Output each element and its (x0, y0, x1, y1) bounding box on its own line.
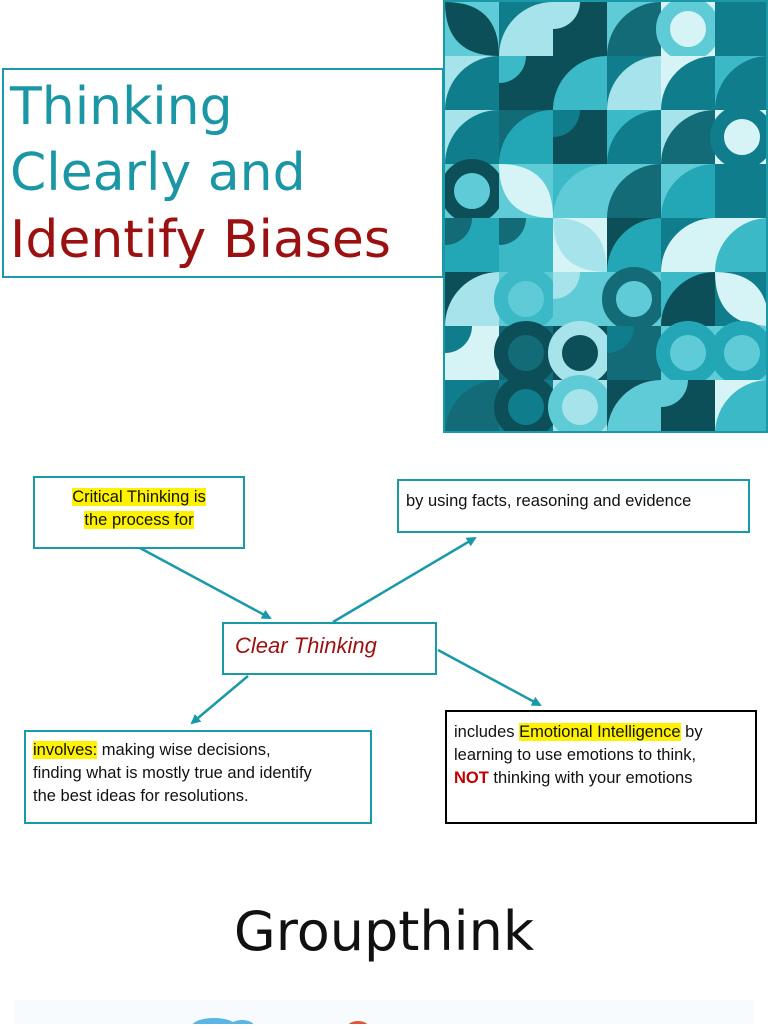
involves-line-2: finding what is mostly true and identify (33, 764, 312, 782)
title-line-1-text: Thinking (10, 77, 233, 137)
involves-line-1: making wise decisions, (97, 741, 271, 759)
emotional-suffix: by (680, 723, 703, 741)
emotional-highlight: Emotional Intelligence (519, 723, 681, 741)
arrow-clear-to-involves (190, 675, 249, 725)
emotional-not: NOT (454, 769, 489, 787)
facts-text: by using facts, reasoning and evidence (406, 492, 692, 510)
groupthink-heading: Groupthink (233, 900, 535, 963)
involves-box: involves: making wise decisions, finding… (24, 730, 372, 824)
arrow-clear-to-facts (332, 536, 477, 624)
emotional-prefix: includes (454, 723, 520, 741)
involves-label: involves: (33, 741, 98, 759)
critical-thinking-box: Critical Thinking is the process for (33, 476, 245, 549)
critical-thinking-line-1: Critical Thinking is (72, 488, 206, 506)
decorative-mosaic-image (443, 0, 768, 433)
emotional-line-3: thinking with your emotions (488, 769, 693, 787)
clear-thinking-label: Clear Thinking (235, 633, 377, 658)
involves-line-3: the best ideas for resolutions. (33, 787, 249, 805)
emotional-line-2: learning to use emotions to think, (454, 746, 697, 764)
emotional-intelligence-box: includes Emotional Intelligence by learn… (445, 710, 757, 824)
arrow-critical-to-clear (139, 546, 272, 620)
title-line-2: Clearly and (10, 143, 306, 203)
title-box (2, 68, 444, 278)
facts-box: by using facts, reasoning and evidence (397, 479, 750, 533)
critical-thinking-line-2: the process for (84, 511, 194, 529)
clear-thinking-box: Clear Thinking (222, 622, 437, 675)
arrow-clear-to-emotional (437, 648, 542, 707)
title-line-3: Identify Biases (10, 210, 391, 270)
partial-image-bottom (14, 1000, 754, 1029)
